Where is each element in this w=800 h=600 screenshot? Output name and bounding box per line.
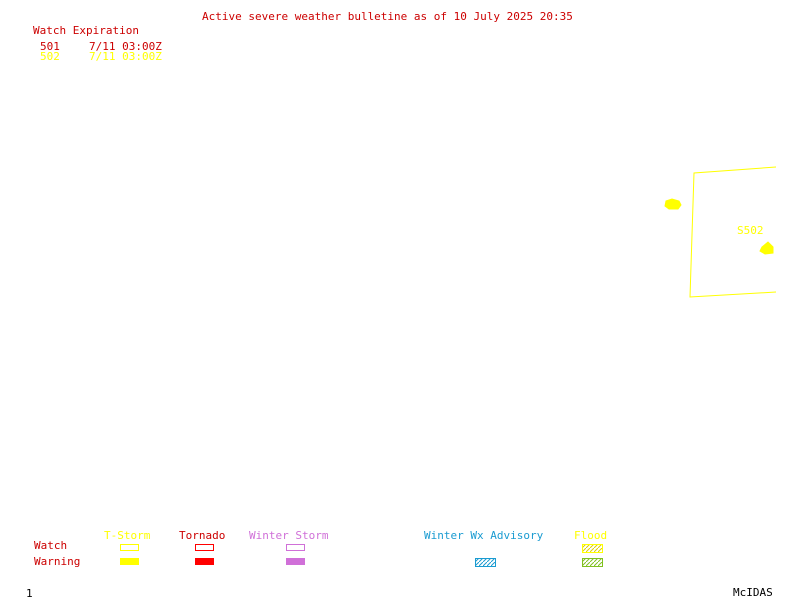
legend-tstorm-header: T-Storm [104, 529, 151, 542]
legend-winter-storm-watch-swatch [286, 544, 305, 551]
legend-watch-label: Watch [34, 539, 68, 552]
warning-polygon[interactable] [664, 198, 682, 210]
legend-flood-warning-swatch [582, 558, 603, 567]
watch-expiration-heading: Watch Expiration [33, 24, 139, 37]
mcidas-brand: McIDAS [733, 586, 773, 599]
watch-box-502[interactable] [689, 166, 777, 298]
legend-tornado-watch-swatch [195, 544, 214, 551]
legend-winter-storm-warning-swatch [286, 558, 305, 565]
bulletin-title: Active severe weather bulletine as of 10… [202, 10, 573, 23]
legend-warning-label: Warning [34, 555, 81, 568]
watch-row-expires: 7/11 03:00Z [89, 40, 162, 53]
frame-number: 1 [26, 587, 33, 600]
legend-winter-wx-advisory-header: Winter Wx Advisory [424, 529, 544, 542]
legend-flood-header: Flood [574, 529, 608, 542]
watch-box-label: S502 [737, 224, 764, 237]
legend-tstorm-watch-swatch [120, 544, 139, 551]
legend-winter-wx-advisory-warning-swatch [475, 558, 496, 567]
watch-row-id: 501 [40, 40, 60, 53]
legend-flood-watch-swatch [582, 544, 603, 553]
warning-polygon[interactable] [759, 241, 774, 255]
legend-tstorm-warning-swatch [120, 558, 139, 565]
watch-row-expires: 7/11 03:00Z [89, 50, 162, 63]
legend-tornado-warning-swatch [195, 558, 214, 565]
legend-winter-storm-header: Winter Storm [249, 529, 329, 542]
watch-row-id: 502 [40, 50, 60, 63]
legend-tornado-header: Tornado [179, 529, 226, 542]
